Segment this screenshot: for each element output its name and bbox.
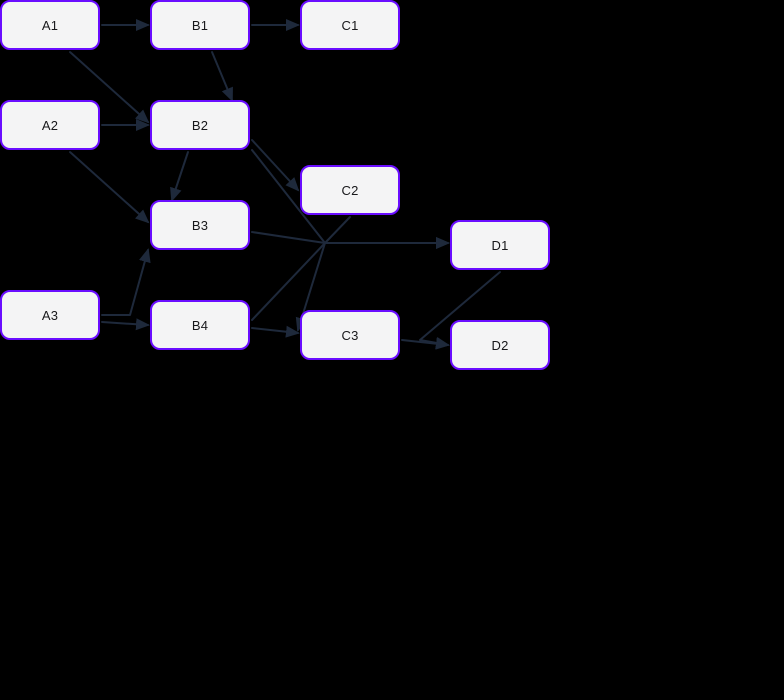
edge-c2-d1	[324, 216, 450, 249]
node-label-d1: D1	[491, 237, 509, 253]
node-a3[interactable]: A3	[0, 290, 100, 340]
node-label-b2: B2	[191, 117, 209, 133]
node-c3[interactable]: C3	[300, 310, 400, 360]
node-b2[interactable]: B2	[150, 100, 250, 150]
node-label-b4: B4	[191, 317, 209, 333]
edge-b1-b2	[211, 51, 233, 102]
node-c2[interactable]: C2	[300, 165, 400, 215]
node-label-d2: D2	[491, 337, 509, 353]
node-label-a1: A1	[41, 17, 59, 33]
node-b1[interactable]: B1	[150, 0, 250, 50]
edges-group	[69, 19, 501, 350]
edge-c3-d2	[401, 337, 450, 350]
edge-b4-c3	[251, 325, 300, 338]
edge-b2-b3	[170, 151, 189, 202]
edge-b2-c2	[251, 139, 300, 192]
node-b4[interactable]: B4	[150, 300, 250, 350]
node-c1[interactable]: C1	[300, 0, 400, 50]
node-label-c2: C2	[341, 182, 359, 198]
node-label-b3: B3	[191, 217, 209, 233]
node-a1[interactable]: A1	[0, 0, 100, 50]
node-d1[interactable]: D1	[450, 220, 550, 270]
node-label-a2: A2	[41, 117, 59, 133]
edge-a3-b4	[101, 318, 150, 331]
edge-b4-d1	[251, 237, 450, 321]
edge-b3-c2	[251, 231, 326, 244]
node-label-c3: C3	[341, 327, 359, 343]
node-label-b1: B1	[191, 17, 209, 33]
node-b3[interactable]: B3	[150, 200, 250, 250]
node-label-c1: C1	[341, 17, 359, 33]
edge-a3-b3	[101, 248, 151, 316]
node-label-a3: A3	[41, 307, 59, 323]
edge-a2-b3	[69, 151, 150, 224]
node-a2[interactable]: A2	[0, 100, 100, 150]
node-d2[interactable]: D2	[450, 320, 550, 370]
